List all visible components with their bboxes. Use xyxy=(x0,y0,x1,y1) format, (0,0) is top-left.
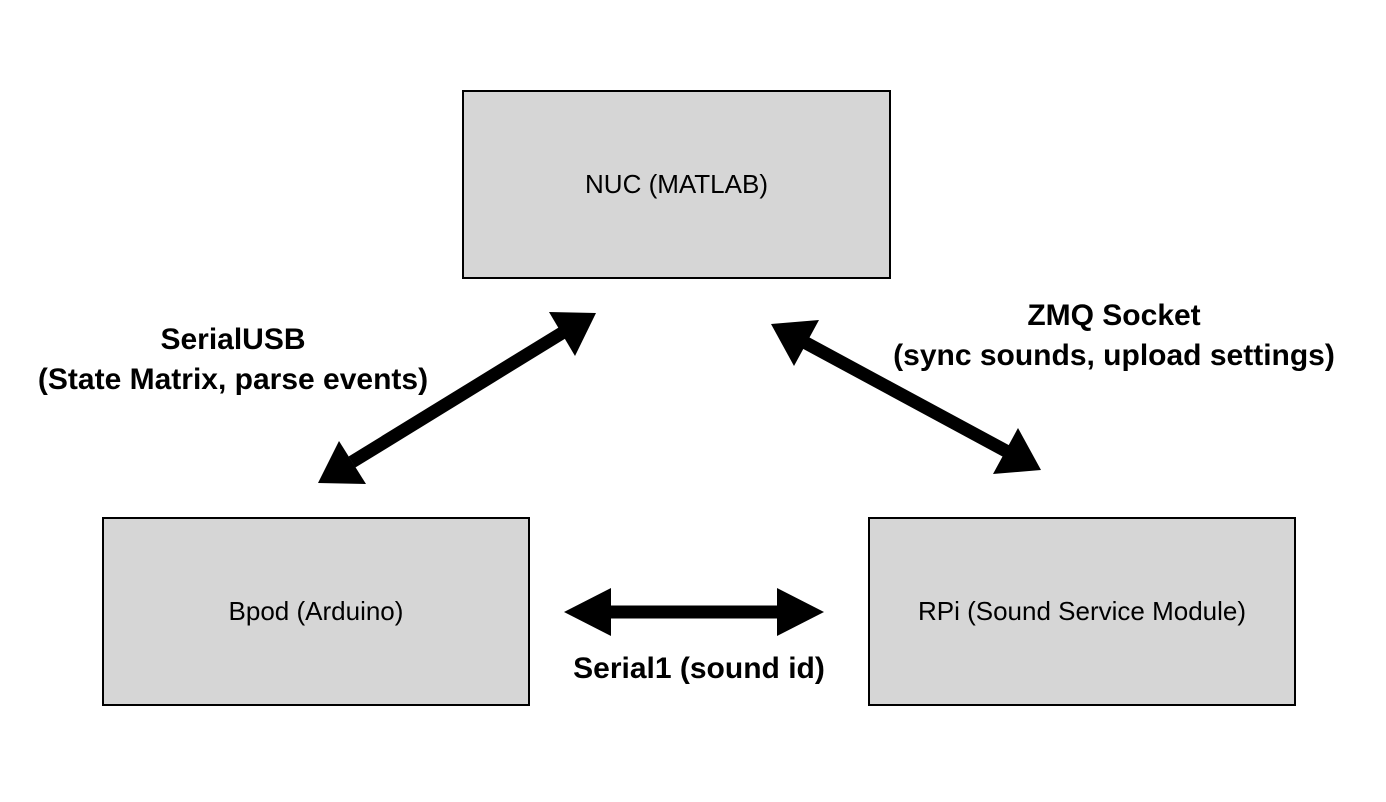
rpi-node-label: RPi (Sound Service Module) xyxy=(917,596,1247,626)
serialusb-label-subtitle: (State Matrix, parse events) xyxy=(37,363,429,396)
arrow-nuc-rpi xyxy=(771,320,1041,474)
nuc-node-label: NUC (MATLAB) xyxy=(585,169,768,199)
nuc-node: NUC (MATLAB) xyxy=(462,90,891,279)
arrow-nuc-bpod-head-bpod xyxy=(318,441,366,484)
arrow-nuc-rpi-head-rpi xyxy=(993,428,1041,474)
bpod-node: Bpod (Arduino) xyxy=(102,517,530,706)
serialusb-label-title: SerialUSB xyxy=(160,323,306,356)
arrow-bpod-rpi xyxy=(564,588,824,636)
serial1-label: Serial1 (sound id) xyxy=(556,649,842,689)
arrow-nuc-rpi-shaft xyxy=(802,337,1010,457)
arrow-bpod-rpi-head-rpi xyxy=(777,588,824,636)
rpi-node: RPi (Sound Service Module) xyxy=(868,517,1296,706)
zmq-socket-label-subtitle: (sync sounds, upload settings) xyxy=(893,339,1335,372)
arrow-nuc-bpod-head-nuc xyxy=(549,312,596,356)
arrow-nuc-bpod xyxy=(318,312,596,484)
arrow-nuc-bpod-shaft xyxy=(348,327,566,468)
bpod-node-label: Bpod (Arduino) xyxy=(228,596,404,626)
arrow-bpod-rpi-head-bpod xyxy=(564,588,611,636)
arrow-nuc-rpi-head-nuc xyxy=(771,320,819,366)
serial1-label-title: Serial1 (sound id) xyxy=(573,652,825,685)
zmq-socket-label-title: ZMQ Socket xyxy=(1027,299,1201,332)
zmq-socket-label: ZMQ Socket (sync sounds, upload settings… xyxy=(876,296,1352,376)
serialusb-label: SerialUSB (State Matrix, parse events) xyxy=(18,320,448,400)
